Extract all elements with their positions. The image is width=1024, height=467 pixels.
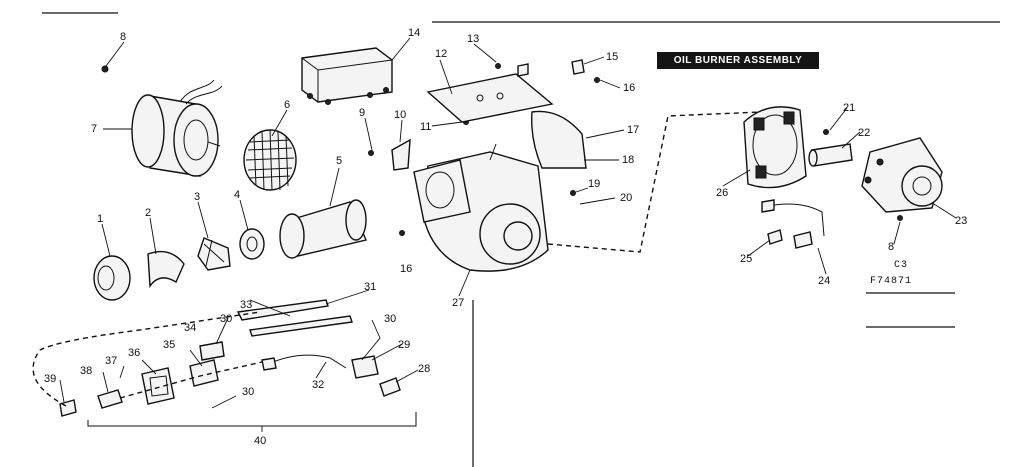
callout-40: 40 xyxy=(254,435,266,447)
part-39-screw xyxy=(59,399,77,417)
callout-39: 39 xyxy=(44,373,56,385)
part-10-bracket xyxy=(391,138,411,171)
part-6-blower-wheel xyxy=(243,129,297,191)
callout-18: 18 xyxy=(622,154,634,166)
part-25-nozzle xyxy=(767,229,783,245)
callout-29: 29 xyxy=(398,339,410,351)
callout-33: 33 xyxy=(240,299,252,311)
callout-14: 14 xyxy=(408,27,420,39)
part-4-washer xyxy=(239,228,265,260)
part-33-electrode xyxy=(249,315,353,337)
callout-23: 23 xyxy=(955,215,967,227)
part-23-fuel-pump xyxy=(861,137,943,213)
part-35-holder xyxy=(189,359,219,387)
callout-16-mid: 16 xyxy=(400,263,412,275)
callout-21: 21 xyxy=(843,102,855,114)
assembly-dashed-path xyxy=(547,111,761,253)
callout-12: 12 xyxy=(435,48,447,60)
callout-25: 25 xyxy=(740,253,752,265)
callout-30-mid: 30 xyxy=(384,313,396,325)
callout-20: 20 xyxy=(620,192,632,204)
part-36-plate xyxy=(141,367,175,405)
callout-26: 26 xyxy=(716,187,728,199)
callout-13: 13 xyxy=(467,33,479,45)
part-5-air-tube xyxy=(279,199,367,259)
callout-11: 11 xyxy=(420,121,431,133)
callout-9: 9 xyxy=(359,107,365,119)
part-28-terminal xyxy=(379,377,401,397)
callout-8-top: 8 xyxy=(120,31,126,43)
group-40-bracket xyxy=(87,412,417,427)
part-31-electrode-bracket xyxy=(236,299,329,321)
callout-38: 38 xyxy=(80,365,92,377)
part-38-nut xyxy=(97,389,123,409)
callout-3: 3 xyxy=(194,191,200,203)
part-29-connector xyxy=(351,355,379,379)
part-7-motor xyxy=(131,79,223,177)
part-1-end-cone xyxy=(93,255,131,301)
leader-lines xyxy=(59,37,957,409)
callout-1: 1 xyxy=(97,213,103,225)
part-12-mounting-plate xyxy=(426,73,554,123)
callout-32: 32 xyxy=(312,379,324,391)
callout-28: 28 xyxy=(418,363,430,375)
model-code-f74871: F74871 xyxy=(870,276,912,287)
callout-6: 6 xyxy=(284,99,290,111)
part-27-burner-housing xyxy=(413,143,549,272)
callout-4: 4 xyxy=(234,189,240,201)
callout-16-top: 16 xyxy=(623,82,635,94)
part-3-flame-retainer xyxy=(197,237,231,271)
part-15-clip xyxy=(571,59,585,75)
callout-5: 5 xyxy=(336,155,342,167)
callout-10: 10 xyxy=(394,109,406,121)
part-32-electrode-tube xyxy=(261,354,347,371)
part-34-clamp xyxy=(199,341,225,361)
callout-30-bottom: 30 xyxy=(242,386,254,398)
callout-labels: 1 2 3 4 5 6 7 8 9 10 11 12 13 14 15 16 1… xyxy=(44,27,967,447)
part-24-nozzle-line xyxy=(761,199,825,249)
model-code-c3: C3 xyxy=(894,260,908,271)
callout-36: 36 xyxy=(128,347,140,359)
callout-15: 15 xyxy=(606,51,618,63)
part-14-ignition-transformer xyxy=(301,47,393,105)
callout-30-top: 30 xyxy=(220,313,232,325)
callout-31: 31 xyxy=(364,281,376,293)
callout-19: 19 xyxy=(588,178,600,190)
callout-24: 24 xyxy=(818,275,830,287)
callout-27: 27 xyxy=(452,297,464,309)
callout-34: 34 xyxy=(184,322,196,334)
callout-37: 37 xyxy=(105,355,117,367)
lower-dashed-link xyxy=(119,361,263,399)
callout-8-right: 8 xyxy=(888,241,894,253)
assembly-title: OIL BURNER ASSEMBLY xyxy=(657,52,819,69)
callout-7: 7 xyxy=(91,123,97,135)
part-13-fitting xyxy=(517,63,529,77)
part-26-air-band xyxy=(743,106,807,189)
lower-dashed-loop xyxy=(32,311,261,407)
part-2-ring xyxy=(147,250,185,289)
part-17-cover xyxy=(531,110,587,169)
part-22-coupling xyxy=(808,143,853,167)
callout-35: 35 xyxy=(163,339,175,351)
callout-22: 22 xyxy=(858,127,870,139)
callout-2: 2 xyxy=(145,207,151,219)
callout-17: 17 xyxy=(627,124,639,136)
